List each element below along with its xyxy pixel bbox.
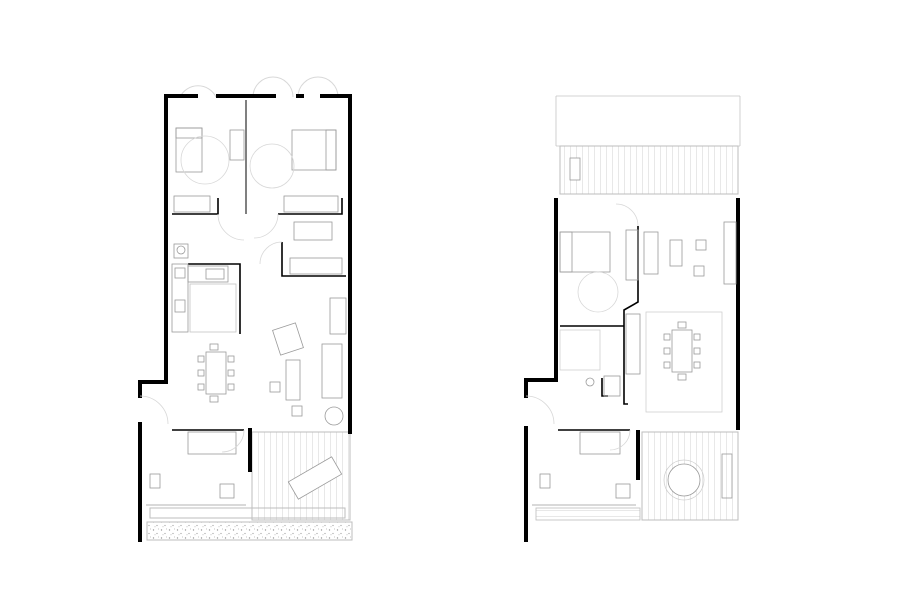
door-arcs-right [525, 203, 639, 451]
exterior-walls-right [524, 198, 740, 542]
plan-left [138, 76, 353, 542]
roof-terrace [555, 95, 741, 147]
window-arcs-top [179, 76, 339, 98]
plan-right [524, 95, 741, 542]
roof-planter-left [569, 157, 581, 181]
planter [149, 507, 346, 519]
furniture-right [532, 221, 737, 506]
furniture-left [146, 127, 347, 506]
roof-deck [559, 145, 739, 195]
exterior-walls [138, 94, 352, 542]
interior-walls [172, 100, 346, 431]
door-arcs-left [139, 213, 283, 453]
gravel-right [535, 507, 641, 521]
gravel-strip [146, 521, 353, 541]
